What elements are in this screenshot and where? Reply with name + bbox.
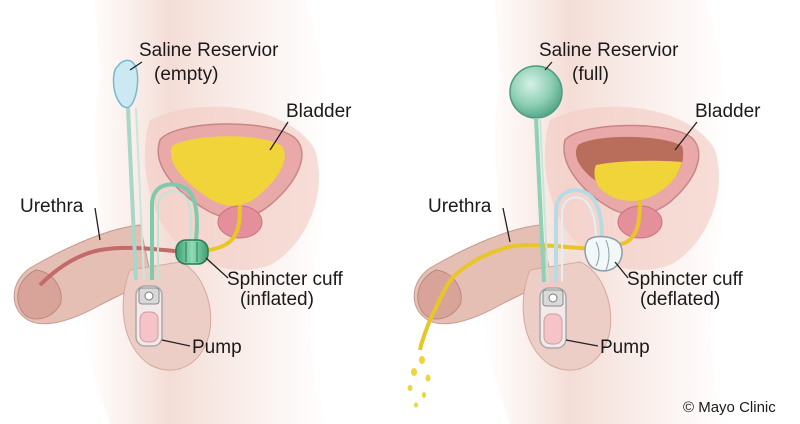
urine-drop xyxy=(419,356,425,364)
right-urethra-label: Urethra xyxy=(428,196,492,217)
bladder-urine xyxy=(170,136,285,206)
right-bladder-label: Bladder xyxy=(695,101,761,122)
left-cuff-state: (inflated) xyxy=(240,289,314,310)
leader-line xyxy=(565,339,599,347)
left-cuff-label: Sphincter cuff xyxy=(227,269,344,290)
urethra-closed xyxy=(38,245,186,287)
left-panel: Saline Reservior (empty) Bladder Urethra… xyxy=(13,0,352,424)
right-pump-label: Pump xyxy=(600,337,650,358)
cuff-tube xyxy=(150,182,199,280)
reservoir-tube xyxy=(534,117,546,283)
pump-button xyxy=(144,291,154,301)
pump-bulb xyxy=(543,313,563,345)
reservoir-tube-2 xyxy=(135,107,145,281)
reservoir-empty xyxy=(112,59,139,109)
cuff-fold xyxy=(595,241,600,267)
pump-bulb xyxy=(139,311,159,343)
urine-drop xyxy=(411,368,417,376)
leader-line xyxy=(161,339,191,347)
glans xyxy=(17,269,62,320)
left-reservoir-state: (empty) xyxy=(154,64,218,85)
urethra-open xyxy=(418,199,642,351)
sphincter-cuff-deflated xyxy=(584,235,623,272)
cuff-fold xyxy=(605,239,610,271)
reservoir-tube-2 xyxy=(539,117,549,283)
urine-drop xyxy=(407,385,413,391)
reservoir-full xyxy=(509,65,563,119)
leader-line xyxy=(205,257,229,279)
leader-line xyxy=(544,61,553,71)
right-panel: Saline Reservior (full) Bladder Urethra … xyxy=(407,0,761,424)
urine-drop xyxy=(422,392,426,398)
cuff-tube-2 xyxy=(561,196,597,282)
cuff-tube xyxy=(554,188,604,282)
copyright-text: © Mayo Clinic xyxy=(683,399,776,416)
left-bladder-label: Bladder xyxy=(286,101,352,122)
left-pump-label: Pump xyxy=(192,337,242,358)
left-reservoir-label: Saline Reservior xyxy=(139,40,279,61)
cuff-tube-2 xyxy=(157,190,192,280)
pump-button xyxy=(548,293,558,303)
bladder-urine xyxy=(594,160,682,201)
leader-line xyxy=(129,61,143,71)
reservoir-tube xyxy=(126,107,138,281)
left-urethra-label: Urethra xyxy=(20,196,84,217)
urine-drop xyxy=(414,402,418,408)
leader-line xyxy=(614,261,629,279)
right-reservoir-state: (full) xyxy=(572,64,609,85)
leader-line xyxy=(674,121,698,151)
leader-line xyxy=(502,207,511,243)
urine-drop xyxy=(425,374,431,382)
right-reservoir-label: Saline Reservior xyxy=(539,40,679,61)
right-cuff-label: Sphincter cuff xyxy=(627,269,744,290)
leader-line xyxy=(94,207,101,241)
sphincter-cuff-inflated xyxy=(175,239,209,265)
leader-line xyxy=(269,121,289,151)
right-cuff-state: (deflated) xyxy=(640,289,720,310)
